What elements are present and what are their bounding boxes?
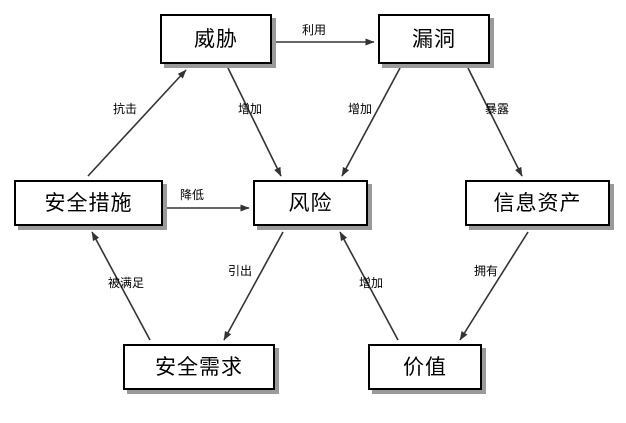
node-value[interactable]: 价值: [368, 344, 482, 390]
node-value-label: 价值: [403, 354, 447, 379]
edge-risk-to-requirement: [223, 231, 284, 341]
edge-value-to-risk: [339, 231, 399, 341]
node-information-asset-label: 信息资产: [493, 190, 582, 215]
node-security-requirement-label: 安全需求: [155, 354, 243, 379]
node-vulnerability[interactable]: 漏洞: [378, 14, 490, 64]
edge-label-increase-value-risk: 增加: [359, 276, 384, 290]
edge-label-reduce: 降低: [180, 188, 205, 202]
edge-label-counter: 抗击: [113, 102, 138, 116]
node-vulnerability-label: 漏洞: [412, 26, 456, 51]
edge-requirement-to-measures: [91, 231, 151, 341]
node-security-measures-label: 安全措施: [44, 190, 133, 215]
edge-threat-to-risk: [227, 67, 282, 177]
edge-label-increase-threat-risk: 增加: [238, 102, 263, 116]
node-information-asset[interactable]: 信息资产: [465, 180, 610, 226]
edge-label-increase-vuln-risk: 增加: [348, 102, 373, 116]
edge-measures-to-threat: [87, 69, 187, 177]
edge-vulnerability-to-risk: [341, 67, 401, 177]
edge-label-own: 拥有: [474, 264, 499, 278]
node-security-measures[interactable]: 安全措施: [14, 180, 163, 226]
edge-asset-to-value: [459, 231, 529, 341]
edge-label-expose: 暴露: [485, 102, 510, 116]
node-risk[interactable]: 风险: [253, 180, 368, 226]
node-security-requirement[interactable]: 安全需求: [123, 344, 275, 390]
edge-label-satisfied-by: 被满足: [108, 276, 145, 290]
edge-vulnerability-to-asset: [467, 67, 523, 177]
node-risk-label: 风险: [288, 190, 333, 215]
node-threat[interactable]: 威胁: [160, 14, 272, 64]
edge-label-derive: 引出: [228, 264, 253, 278]
node-threat-label: 威胁: [194, 26, 238, 51]
edge-label-exploit: 利用: [302, 23, 327, 37]
